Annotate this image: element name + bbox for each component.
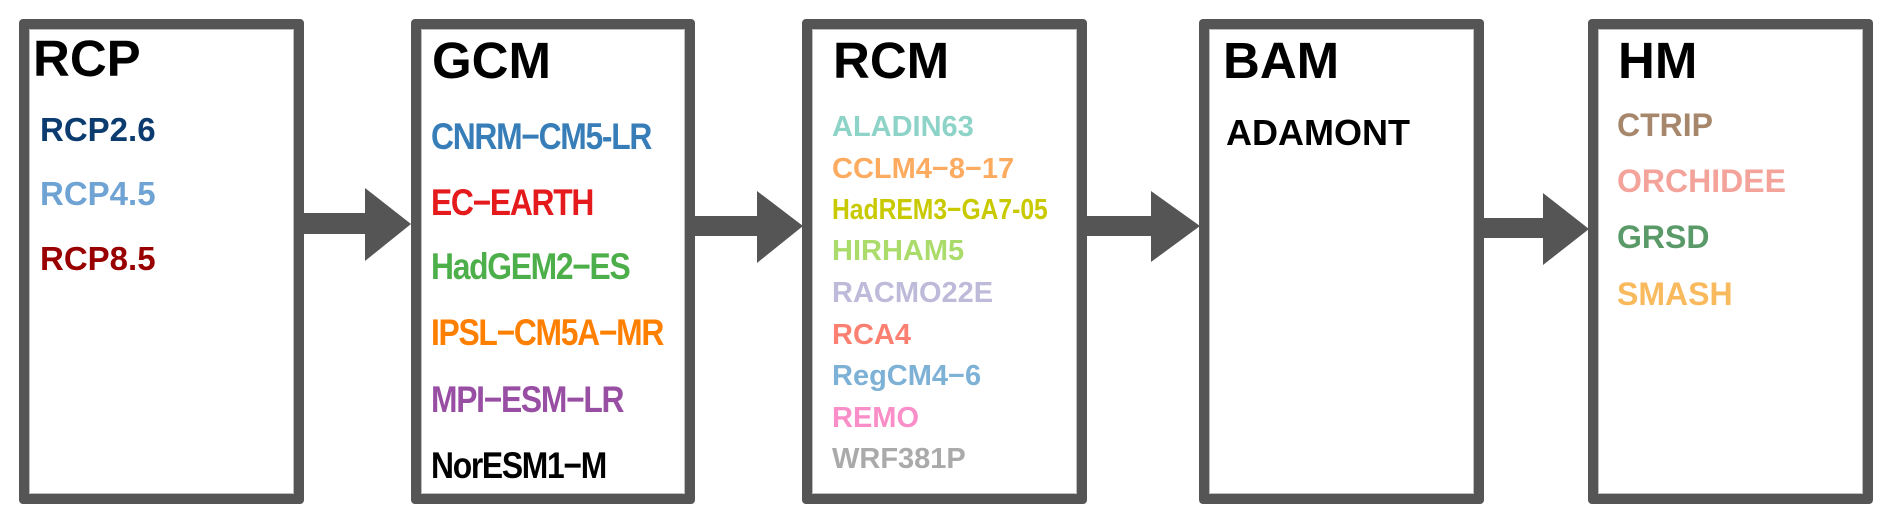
stage-box-bam: BAM ADAMONT [1199, 19, 1484, 504]
stage-title-rcm: RCM [833, 32, 950, 89]
bam-item: ADAMONT [1226, 112, 1410, 153]
gcm-item: IPSL−CM5A−MR [431, 312, 664, 353]
gcm-item: MPI−ESM−LR [431, 379, 624, 420]
rcp-item: RCP4.5 [40, 175, 156, 212]
stage-box-gcm: GCM CNRM−CM5-LR EC−EARTH HadGEM2−ES IPSL… [411, 19, 695, 504]
arrow-bam-to-hm [1484, 193, 1589, 265]
rcp-item: RCP8.5 [40, 240, 156, 277]
gcm-item: HadGEM2−ES [431, 246, 631, 287]
arrow-gcm-to-rcm [695, 191, 803, 263]
rcm-item: RACMO22E [832, 277, 994, 309]
stage-box-rcp: RCP RCP2.6 RCP4.5 RCP8.5 [19, 19, 304, 504]
arrow-icon [1087, 191, 1200, 262]
stage-title-bam: BAM [1223, 32, 1340, 89]
rcm-item: WRF381P [832, 443, 966, 475]
stage-box-hm: HM CTRIP ORCHIDEE GRSD SMASH [1588, 19, 1873, 504]
hm-item: GRSD [1617, 219, 1710, 255]
rcm-item: REMO [832, 402, 919, 434]
rcm-item: ALADIN63 [832, 111, 974, 143]
gcm-item: CNRM−CM5-LR [431, 116, 652, 157]
arrow-icon [304, 188, 411, 261]
rcp-item: RCP2.6 [40, 111, 156, 148]
rcm-item: HIRHAM5 [832, 235, 965, 267]
rcm-item: RegCM4−6 [832, 360, 982, 392]
arrow-icon [1484, 193, 1589, 265]
hm-item: SMASH [1617, 276, 1733, 312]
gcm-item: EC−EARTH [431, 182, 594, 223]
rcm-item: CCLM4−8−17 [832, 153, 1015, 185]
arrow-rcm-to-bam [1087, 191, 1200, 262]
rcm-item: RCA4 [832, 319, 911, 351]
arrow-icon [695, 191, 803, 263]
hm-item: CTRIP [1617, 107, 1713, 143]
hm-item: ORCHIDEE [1617, 163, 1786, 199]
arrow-rcp-to-gcm [304, 188, 411, 261]
rcm-item: HadREM3−GA7-05 [832, 194, 1048, 226]
stage-title-hm: HM [1618, 32, 1698, 89]
stage-box-rcm: RCM ALADIN63 CCLM4−8−17 HadREM3−GA7-05 H… [802, 19, 1087, 504]
stage-title-rcp: RCP [33, 30, 141, 87]
gcm-item: NorESM1−M [431, 445, 607, 486]
stage-title-gcm: GCM [432, 32, 551, 89]
